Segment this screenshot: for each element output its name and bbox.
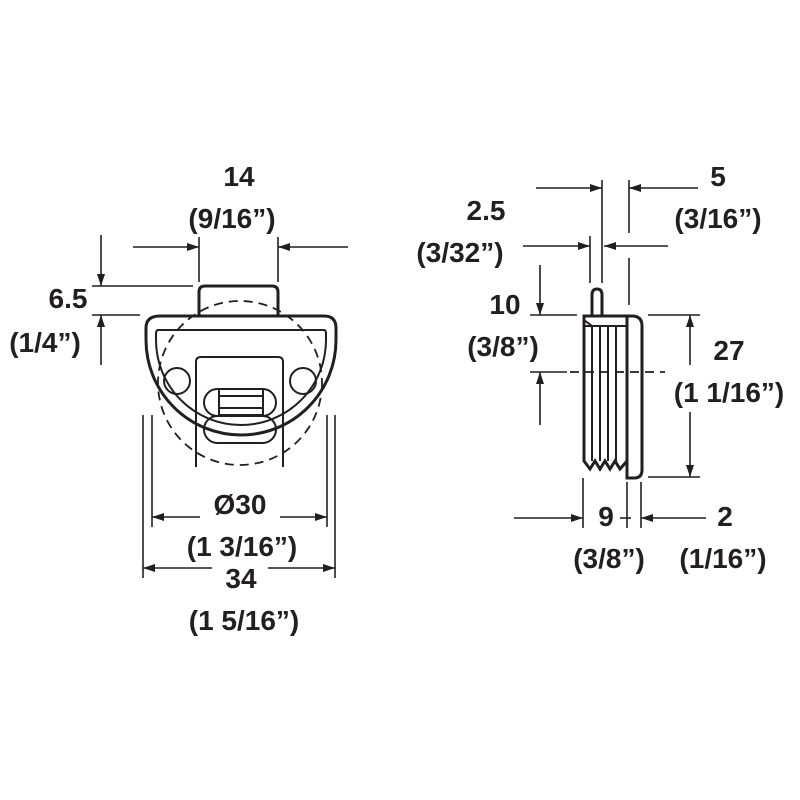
dim-tab-thickness: 2.5 (3/32”) bbox=[416, 195, 668, 283]
front-recess bbox=[195, 356, 284, 467]
side-view bbox=[570, 287, 665, 480]
front-body-outline bbox=[144, 314, 338, 437]
tab-thickness-metric: 2.5 bbox=[467, 195, 506, 226]
screw-hole-right bbox=[289, 367, 317, 395]
tab-height-metric: 6.5 bbox=[49, 283, 88, 314]
tab-width-imperial: (9/16”) bbox=[188, 203, 275, 234]
overall-height-imperial: (1 1/16”) bbox=[674, 377, 785, 408]
dim-diameter: Ø30 (1 3/16”) bbox=[151, 415, 328, 562]
dim-tab-width: 14 (9/16”) bbox=[133, 161, 348, 282]
front-view bbox=[144, 284, 338, 467]
flange-thickness-metric: 2 bbox=[717, 501, 733, 532]
latch-bar bbox=[218, 388, 264, 416]
body-depth-imperial: (3/8”) bbox=[573, 543, 645, 574]
diameter-imperial: (1 3/16”) bbox=[187, 531, 298, 562]
dim-overall-width: 34 (1 5/16”) bbox=[142, 415, 336, 636]
overall-width-imperial: (1 5/16”) bbox=[189, 605, 300, 636]
body-depth-metric: 9 bbox=[598, 501, 614, 532]
diameter-metric: Ø30 bbox=[214, 489, 267, 520]
dim-overall-height: 27 (1 1/16”) bbox=[648, 314, 785, 478]
dim-body-depth: 9 (3/8”) bbox=[514, 478, 645, 574]
dim-flange-thickness: 2 (1/16”) bbox=[641, 501, 767, 574]
top-depth-metric: 5 bbox=[710, 161, 726, 192]
dim-tab-height: 6.5 (1/4”) bbox=[9, 235, 193, 365]
tab-height-imperial: (1/4”) bbox=[9, 327, 81, 358]
front-tab bbox=[197, 284, 280, 316]
overall-height-metric: 27 bbox=[713, 335, 744, 366]
tab-to-center-imperial: (3/8”) bbox=[467, 331, 539, 362]
diameter-circle-dashed bbox=[157, 300, 323, 466]
side-body-outline bbox=[582, 314, 629, 472]
tab-width-metric: 14 bbox=[223, 161, 255, 192]
latch-upper bbox=[203, 388, 277, 417]
flange-thickness-imperial: (1/16”) bbox=[679, 543, 766, 574]
top-depth-imperial: (3/16”) bbox=[674, 203, 761, 234]
dim-tab-to-center: 10 (3/8”) bbox=[467, 265, 577, 425]
tab-to-center-metric: 10 bbox=[489, 289, 520, 320]
latch-lower bbox=[203, 415, 277, 444]
side-flange bbox=[625, 314, 644, 480]
tab-thickness-imperial: (3/32”) bbox=[416, 237, 503, 268]
screw-hole-left bbox=[163, 367, 191, 395]
dim-top-depth: 5 (3/16”) bbox=[536, 161, 762, 305]
front-inner-rim bbox=[155, 329, 327, 426]
overall-width-metric: 34 bbox=[225, 563, 257, 594]
